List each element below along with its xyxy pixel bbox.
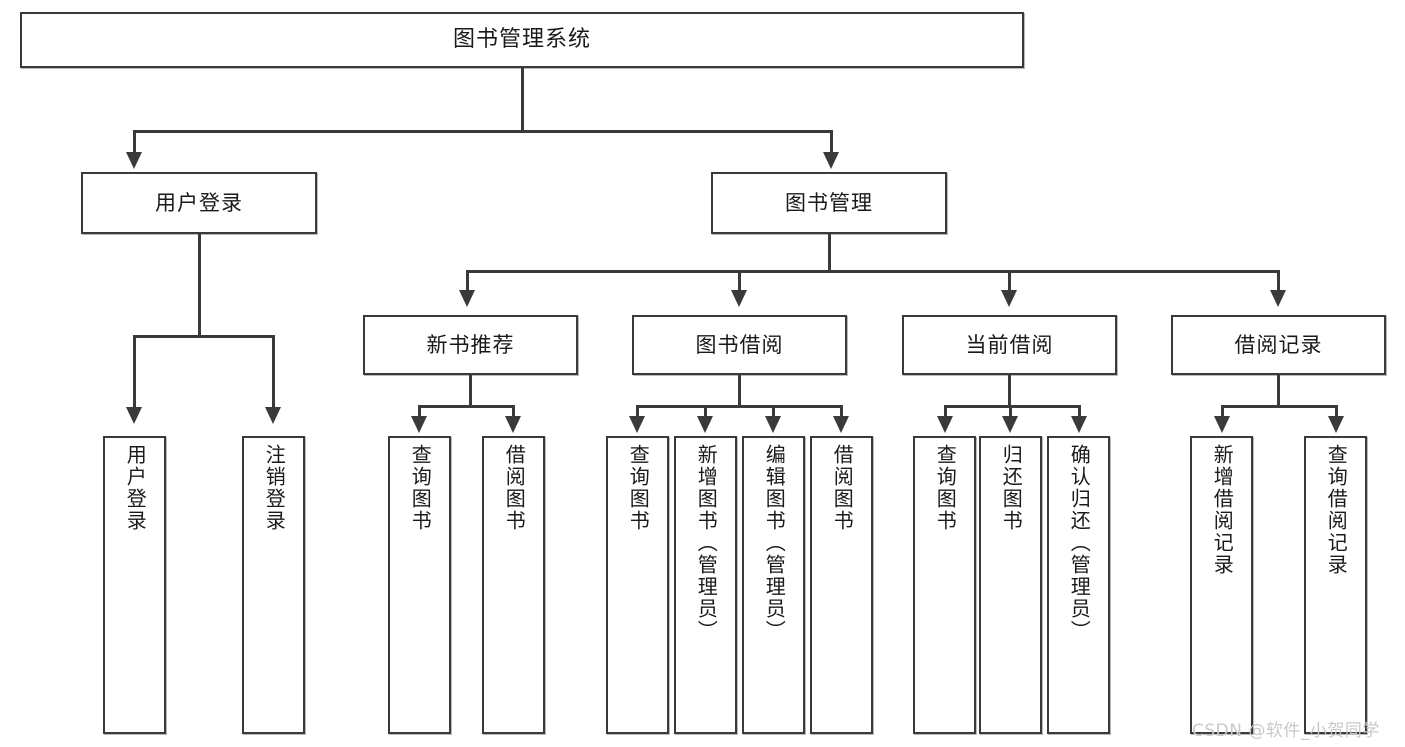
node-label: 用户登录 — [155, 190, 243, 215]
leaf-query-book-recommend[interactable]: 查询图书 — [388, 436, 451, 734]
leaf-confirm-return[interactable]: 确认归还（管理员） — [1047, 436, 1110, 734]
leaf-add-borrow-record[interactable]: 新增借阅记录 — [1190, 436, 1253, 734]
node-new-book-recommend[interactable]: 新书推荐 — [363, 315, 578, 375]
leaf-query-borrow-record[interactable]: 查询借阅记录 — [1304, 436, 1367, 734]
node-label: 编辑图书（管理员） — [762, 444, 787, 642]
node-label: 查询借阅记录 — [1324, 444, 1349, 576]
node-label: 归还图书 — [999, 444, 1024, 532]
node-book-borrow[interactable]: 图书借阅 — [632, 315, 847, 375]
connector-current-borrow-bus — [944, 405, 1081, 408]
connector-new-book-recommend-leaf-1 — [418, 405, 421, 419]
leaf-query-book-borrow[interactable]: 查询图书 — [606, 436, 669, 734]
connector-new-book-recommend-bus — [418, 405, 515, 408]
node-label: 借阅图书 — [830, 444, 855, 532]
leaf-logout-login[interactable]: 注销登录 — [242, 436, 305, 734]
connector-new-book-recommend-leaf-2 — [512, 405, 515, 419]
connector-borrow-record-bus — [1221, 405, 1338, 408]
arrowhead-user-login-leaf-2 — [265, 407, 281, 424]
arrowhead-new-book-recommend-leaf-2 — [505, 416, 521, 433]
arrowhead-user-login-leaf-1 — [126, 407, 142, 424]
leaf-add-book[interactable]: 新增图书（管理员） — [674, 436, 737, 734]
arrowhead-new-book-recommend-leaf-1 — [411, 416, 427, 433]
arrowhead-book-borrow-leaf-1 — [629, 416, 645, 433]
node-label: 借阅图书 — [502, 444, 527, 532]
connector-to-new-book-recommend — [466, 270, 469, 292]
arrowhead-root-to-book-management — [823, 152, 839, 169]
node-label: 确认归还（管理员） — [1067, 444, 1092, 642]
connector-user-login-bus — [133, 335, 275, 338]
leaf-return-book[interactable]: 归还图书 — [979, 436, 1042, 734]
arrowhead-current-borrow — [1001, 290, 1017, 307]
node-label: 当前借阅 — [965, 332, 1054, 357]
connector-current-borrow-leaf-2 — [1009, 405, 1012, 419]
node-current-borrow[interactable]: 当前借阅 — [902, 315, 1117, 375]
arrowhead-current-borrow-leaf-2 — [1002, 416, 1018, 433]
connector-to-borrow-record — [1277, 270, 1280, 292]
arrowhead-current-borrow-leaf-1 — [937, 416, 953, 433]
arrowhead-book-borrow-leaf-2 — [697, 416, 713, 433]
arrowhead-borrow-record-leaf-2 — [1328, 416, 1344, 433]
connector-user-login-stem — [198, 234, 201, 338]
connector-book-borrow-leaf-3 — [772, 405, 775, 419]
node-root-system[interactable]: 图书管理系统 — [20, 12, 1024, 68]
arrowhead-new-book-recommend — [459, 290, 475, 307]
connector-new-book-recommend-stem — [469, 375, 472, 407]
node-label: 图书管理 — [785, 190, 873, 215]
node-book-management[interactable]: 图书管理 — [711, 172, 947, 234]
arrowhead-root-to-user-login — [126, 152, 142, 169]
connector-root-bus — [133, 130, 833, 133]
leaf-borrow-book[interactable]: 借阅图书 — [810, 436, 873, 734]
node-label: 图书借阅 — [695, 332, 784, 357]
arrowhead-book-borrow — [731, 290, 747, 307]
node-label: 新书推荐 — [426, 332, 515, 357]
node-label: 查询图书 — [626, 444, 651, 532]
leaf-edit-book[interactable]: 编辑图书（管理员） — [742, 436, 805, 734]
connector-book-borrow-bus — [636, 405, 842, 408]
arrowhead-current-borrow-leaf-3 — [1071, 416, 1087, 433]
arrowhead-borrow-record-leaf-1 — [1214, 416, 1230, 433]
node-label: 图书管理系统 — [452, 27, 591, 53]
connector-root-to-user-login — [133, 130, 136, 154]
connector-borrow-record-leaf-2 — [1335, 405, 1338, 419]
leaf-query-book-current[interactable]: 查询图书 — [913, 436, 976, 734]
connector-to-book-borrow — [738, 270, 741, 292]
connector-borrow-record-leaf-1 — [1221, 405, 1224, 419]
arrowhead-borrow-record — [1270, 290, 1286, 307]
connector-user-login-to-leaf-1 — [133, 335, 136, 409]
node-label: 新增图书（管理员） — [694, 444, 719, 642]
node-label: 注销登录 — [262, 444, 287, 532]
connector-current-borrow-leaf-1 — [944, 405, 947, 419]
csdn-watermark: CSDN @软件_小贺同学 — [1192, 721, 1380, 741]
connector-book-borrow-leaf-4 — [840, 405, 843, 419]
node-user-login[interactable]: 用户登录 — [81, 172, 317, 234]
connector-root-to-book-management — [830, 130, 833, 154]
node-label: 用户登录 — [123, 444, 148, 532]
leaf-user-login[interactable]: 用户登录 — [103, 436, 166, 734]
connector-book-borrow-leaf-1 — [636, 405, 639, 419]
connector-book-borrow-leaf-2 — [704, 405, 707, 419]
leaf-borrow-book-recommend[interactable]: 借阅图书 — [482, 436, 545, 734]
connector-borrow-record-stem — [1277, 375, 1280, 407]
connector-user-login-to-leaf-2 — [272, 335, 275, 409]
connector-book-management-stem — [828, 234, 831, 272]
connector-root-stem — [521, 68, 524, 130]
arrowhead-book-borrow-leaf-3 — [765, 416, 781, 433]
node-borrow-record[interactable]: 借阅记录 — [1171, 315, 1386, 375]
node-label: 查询图书 — [408, 444, 433, 532]
connector-level3-bus — [466, 270, 1280, 273]
arrowhead-book-borrow-leaf-4 — [833, 416, 849, 433]
node-label: 新增借阅记录 — [1210, 444, 1235, 576]
connector-to-current-borrow — [1008, 270, 1011, 292]
connector-book-borrow-stem — [738, 375, 741, 407]
node-label: 查询图书 — [933, 444, 958, 532]
connector-current-borrow-leaf-3 — [1078, 405, 1081, 419]
connector-current-borrow-stem — [1008, 375, 1011, 407]
node-label: 借阅记录 — [1234, 332, 1323, 357]
